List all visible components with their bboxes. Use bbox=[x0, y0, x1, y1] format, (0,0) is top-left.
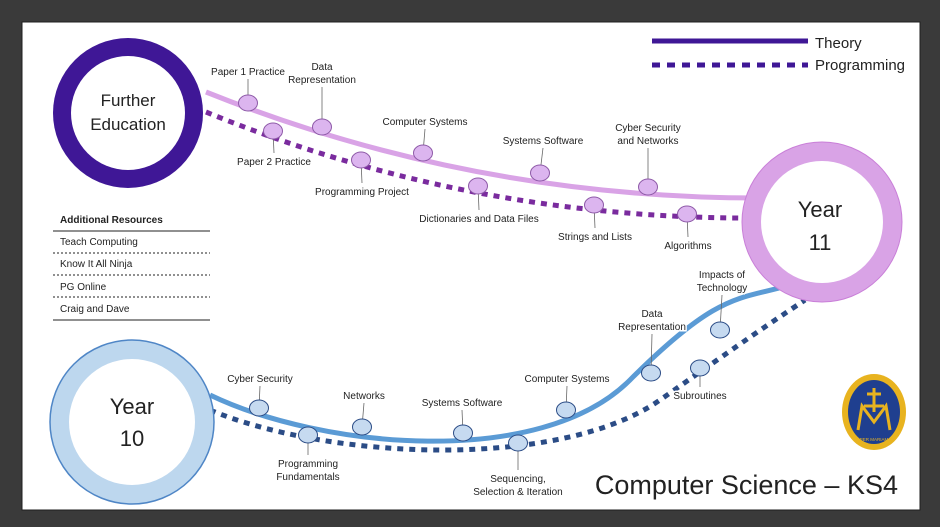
topic-node[interactable] bbox=[351, 151, 371, 169]
topic-label: Fundamentals bbox=[276, 472, 339, 483]
year10-label-2: 10 bbox=[120, 426, 144, 451]
topic-label: Systems Software bbox=[503, 136, 584, 147]
topic-node[interactable] bbox=[710, 321, 730, 339]
topic-label: Selection & Iteration bbox=[473, 487, 563, 498]
further-education-node: Further Education bbox=[53, 38, 203, 188]
topic-node[interactable] bbox=[677, 205, 697, 223]
year10-inner bbox=[69, 359, 195, 485]
topic-label: Algorithms bbox=[664, 241, 711, 252]
topic-label: Cyber Security bbox=[227, 374, 293, 385]
year11-label-2: 11 bbox=[809, 230, 832, 255]
topic-label: Paper 2 Practice bbox=[237, 157, 311, 168]
topic-node[interactable] bbox=[508, 434, 528, 452]
year10-node: Year 10 bbox=[49, 339, 215, 505]
topic-node[interactable] bbox=[468, 177, 488, 195]
topic-node[interactable] bbox=[263, 122, 283, 140]
resource-item[interactable]: Teach Computing bbox=[60, 237, 138, 248]
topic-node[interactable] bbox=[530, 164, 550, 182]
topic-node[interactable] bbox=[312, 118, 332, 136]
topic-label: Cyber Security bbox=[615, 123, 681, 134]
topic-node[interactable] bbox=[298, 426, 318, 444]
topic-label: Programming Project bbox=[315, 187, 409, 198]
topic-node[interactable] bbox=[238, 94, 258, 112]
year10-label-1: Year bbox=[110, 394, 154, 419]
topic-node[interactable] bbox=[638, 178, 658, 196]
resource-item[interactable]: Craig and Dave bbox=[60, 304, 130, 315]
topic-label: and Networks bbox=[617, 136, 678, 147]
topic-node[interactable] bbox=[249, 399, 269, 417]
year11-node: Year 11 bbox=[741, 141, 903, 303]
legend-theory-label: Theory bbox=[815, 35, 862, 52]
topic-label: Representation bbox=[618, 322, 686, 333]
page-title: Computer Science – KS4 bbox=[595, 470, 898, 500]
cross-icon bbox=[867, 388, 881, 412]
topic-label: Strings and Lists bbox=[558, 232, 632, 243]
topic-node[interactable] bbox=[453, 424, 473, 442]
year10-programming-line bbox=[209, 297, 807, 453]
school-badge: PER MARIAM bbox=[842, 374, 906, 450]
further-education-label-1: Further bbox=[101, 91, 156, 110]
monogram-icon bbox=[856, 402, 892, 431]
legend: Theory Programming bbox=[652, 35, 905, 74]
topic-label: Paper 1 Practice bbox=[211, 67, 285, 78]
year11-route bbox=[205, 89, 761, 221]
topic-label: Technology bbox=[697, 283, 748, 294]
topic-label: Representation bbox=[288, 75, 356, 86]
topic-node[interactable] bbox=[413, 144, 433, 162]
topic-label: Computer Systems bbox=[524, 374, 609, 385]
topic-label: Sequencing, bbox=[490, 474, 546, 485]
year10-route bbox=[208, 282, 807, 453]
topic-label: Impacts of bbox=[699, 270, 745, 281]
resource-item[interactable]: Know It All Ninja bbox=[60, 259, 133, 270]
year11-inner bbox=[761, 161, 883, 283]
topic-label: Networks bbox=[343, 391, 385, 402]
legend-programming-label: Programming bbox=[815, 57, 905, 74]
additional-resources: Additional Resources Teach Computing Kno… bbox=[53, 215, 210, 321]
topic-node[interactable] bbox=[352, 418, 372, 436]
topic-label: Subroutines bbox=[673, 391, 726, 402]
badge-motto: PER MARIAM bbox=[860, 437, 889, 442]
topic-label: Systems Software bbox=[422, 398, 503, 409]
further-education-label-2: Education bbox=[90, 115, 166, 134]
resources-heading: Additional Resources bbox=[60, 215, 163, 226]
topic-node[interactable] bbox=[584, 196, 604, 214]
topic-label: Data bbox=[311, 62, 333, 73]
topic-node[interactable] bbox=[641, 364, 661, 382]
topic-node[interactable] bbox=[556, 401, 576, 419]
topic-node[interactable] bbox=[690, 359, 710, 377]
year11-label-1: Year bbox=[798, 197, 842, 222]
topic-label: Dictionaries and Data Files bbox=[419, 214, 539, 225]
topic-label: Data bbox=[641, 309, 663, 320]
topic-label: Computer Systems bbox=[382, 117, 467, 128]
resource-item[interactable]: PG Online bbox=[60, 282, 107, 293]
topic-label: Programming bbox=[278, 459, 338, 470]
year10-theory-line bbox=[208, 282, 791, 444]
year11-theory-line bbox=[205, 89, 761, 201]
further-education-inner bbox=[71, 56, 185, 170]
